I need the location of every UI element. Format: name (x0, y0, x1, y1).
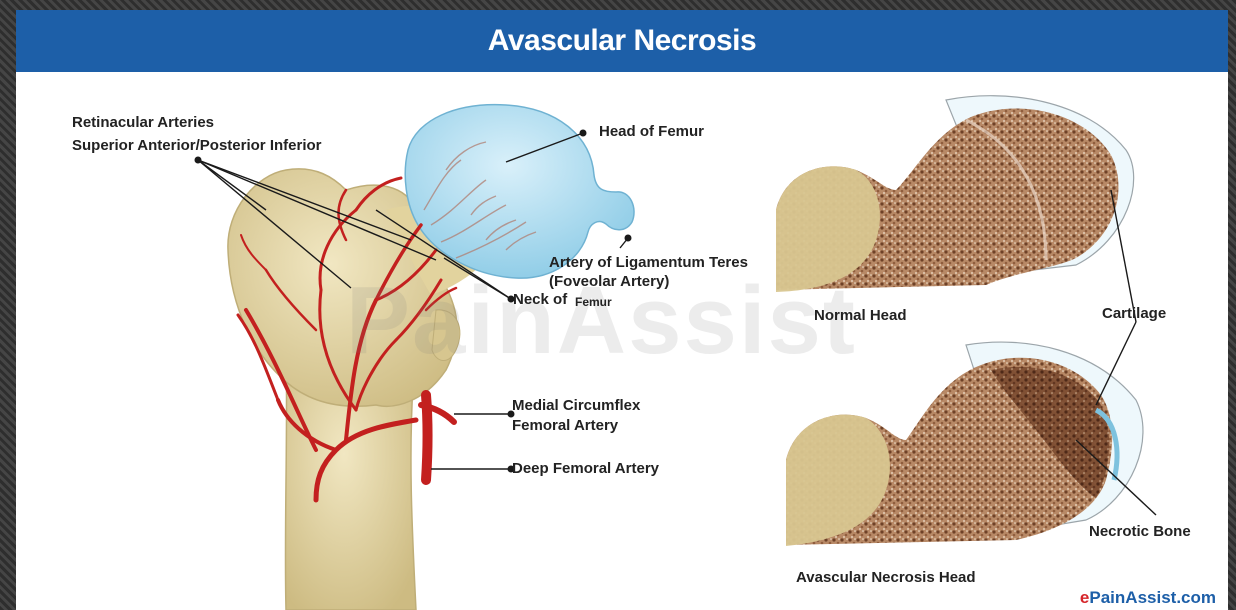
label-head-of-femur: Head of Femur (599, 122, 704, 142)
label-neck-of: Neck of (513, 290, 567, 310)
infographic-card: Avascular Necrosis (16, 10, 1228, 610)
normal-head-illustration (776, 96, 1134, 292)
label-necrotic-bone: Necrotic Bone (1089, 522, 1191, 542)
label-foveolar-artery: (Foveolar Artery) (549, 272, 669, 292)
label-femoral-artery: Femoral Artery (512, 416, 618, 436)
label-cartilage: Cartilage (1102, 304, 1166, 324)
label-deep-femoral-artery: Deep Femoral Artery (512, 459, 659, 479)
label-retinacular-subtitle: Superior Anterior/Posterior Inferior (72, 136, 322, 156)
label-medial-circumflex: Medial Circumflex (512, 396, 640, 416)
label-ligamentum-teres: Artery of Ligamentum Teres (549, 253, 748, 273)
label-avascular-necrosis-head: Avascular Necrosis Head (796, 568, 976, 588)
label-retinacular-arteries: Retinacular Arteries (72, 113, 214, 133)
label-normal-head: Normal Head (814, 306, 907, 326)
label-femur-small: Femur (575, 292, 612, 312)
brand-logo[interactable]: ePainAssist.com (1080, 588, 1216, 608)
brand-prefix: e (1080, 588, 1089, 607)
brand-name: PainAssist.com (1089, 588, 1216, 607)
